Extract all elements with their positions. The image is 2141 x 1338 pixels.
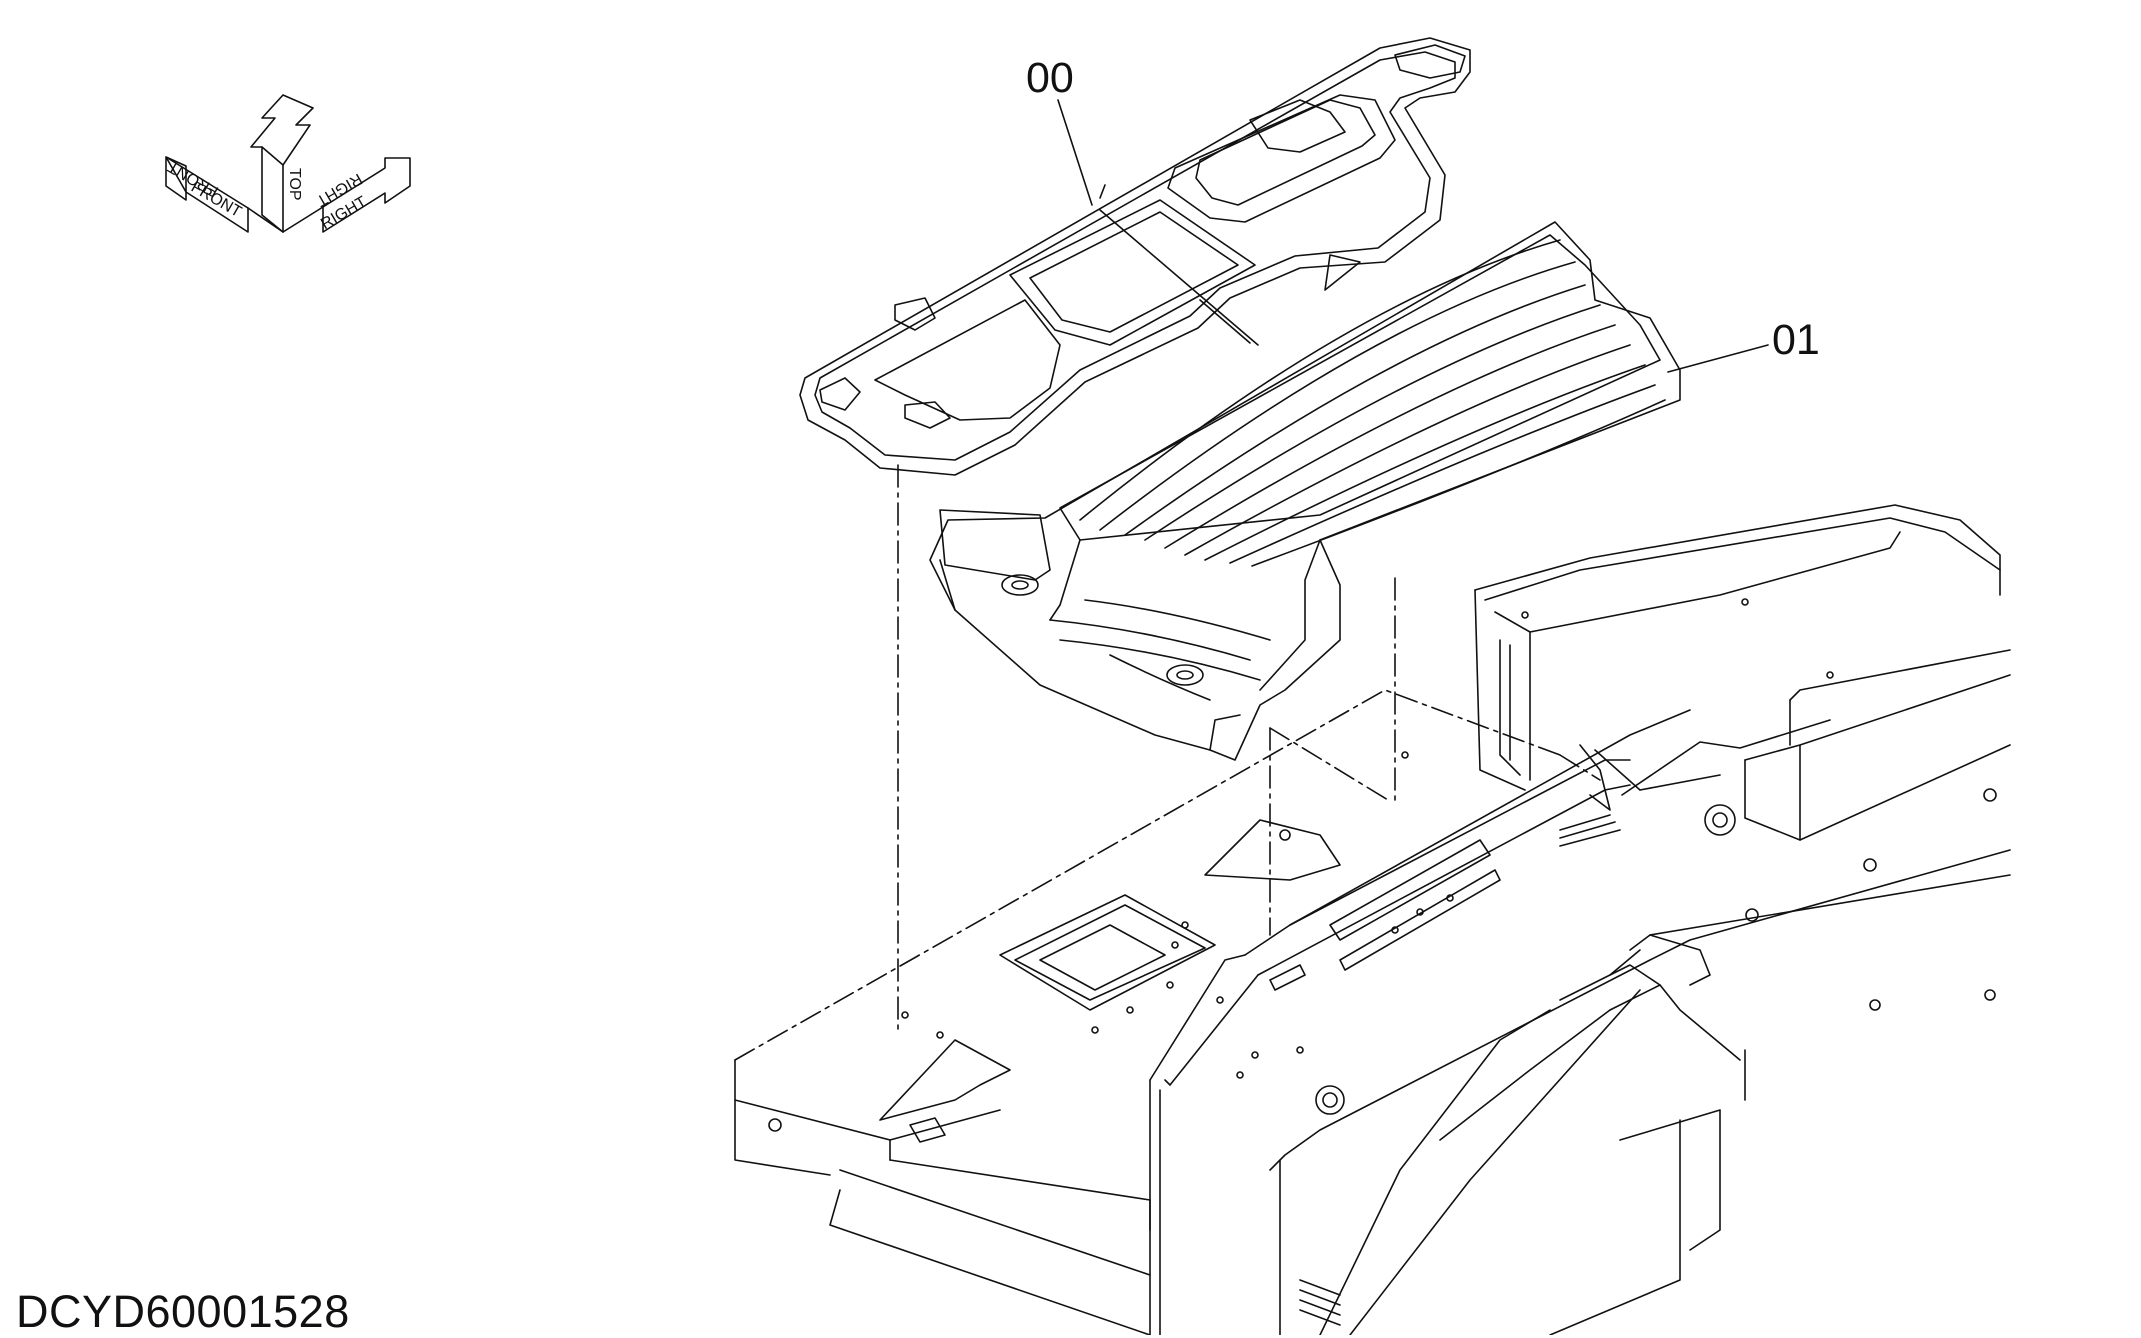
cab-floor-frame: [734, 504, 2011, 1335]
part-00-cover-panel: [799, 37, 1471, 476]
callout-part-00: 00: [1026, 54, 1074, 102]
part-01-duct-tray: [929, 221, 1681, 761]
drawing-id-label: DCYD60001528: [16, 1286, 350, 1337]
assembly-lines: [897, 464, 1396, 1031]
callout-part-01: 01: [1772, 316, 1820, 364]
orientation-top: TOP: [286, 168, 303, 201]
leader-lines: [1057, 99, 1769, 373]
orientation-indicator: FRONT FRONT TOP RIGHT RIGHT: [165, 94, 411, 233]
